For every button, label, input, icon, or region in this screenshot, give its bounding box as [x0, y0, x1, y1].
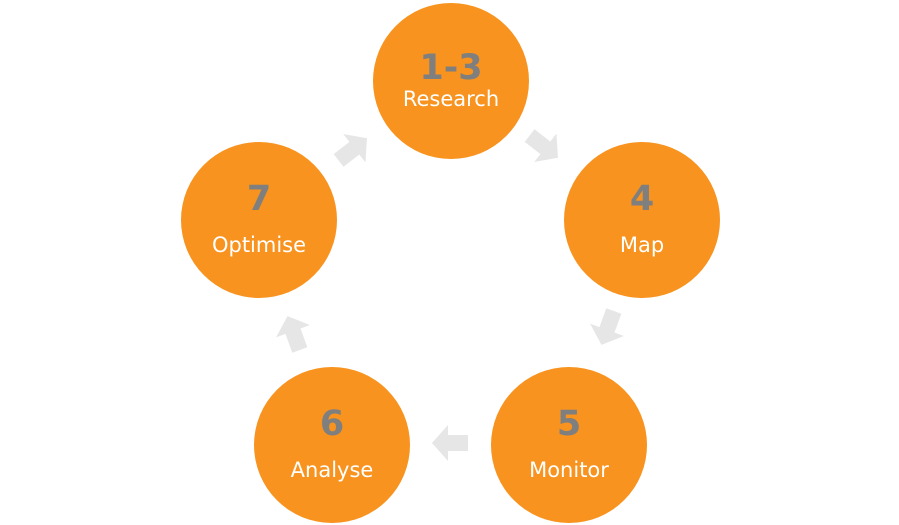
step-number: 1-3 [419, 48, 483, 88]
arrow-right-icon [432, 425, 468, 461]
step-label: Map [619, 233, 665, 257]
step-label: Research [402, 87, 500, 111]
step-number: 7 [246, 179, 272, 219]
step-label: Analyse [290, 458, 374, 482]
step-number: 4 [629, 179, 655, 219]
arrow-right-icon [276, 316, 310, 353]
step-optimise-node: 7 Optimise [181, 142, 337, 298]
arrow-right-icon [590, 308, 624, 345]
step-number: 5 [556, 404, 582, 444]
step-monitor-node: 5 Monitor [491, 367, 647, 523]
step-number: 6 [319, 404, 345, 444]
step-research-node: 1-3 Research [373, 3, 529, 159]
step-analyse-node: 6 Analyse [254, 367, 410, 523]
step-label: Monitor [529, 458, 609, 482]
step-label: Optimise [211, 233, 307, 257]
arrow-right-icon [333, 133, 367, 167]
arrow-right-icon [524, 129, 558, 163]
step-map-node: 4 Map [564, 142, 720, 298]
